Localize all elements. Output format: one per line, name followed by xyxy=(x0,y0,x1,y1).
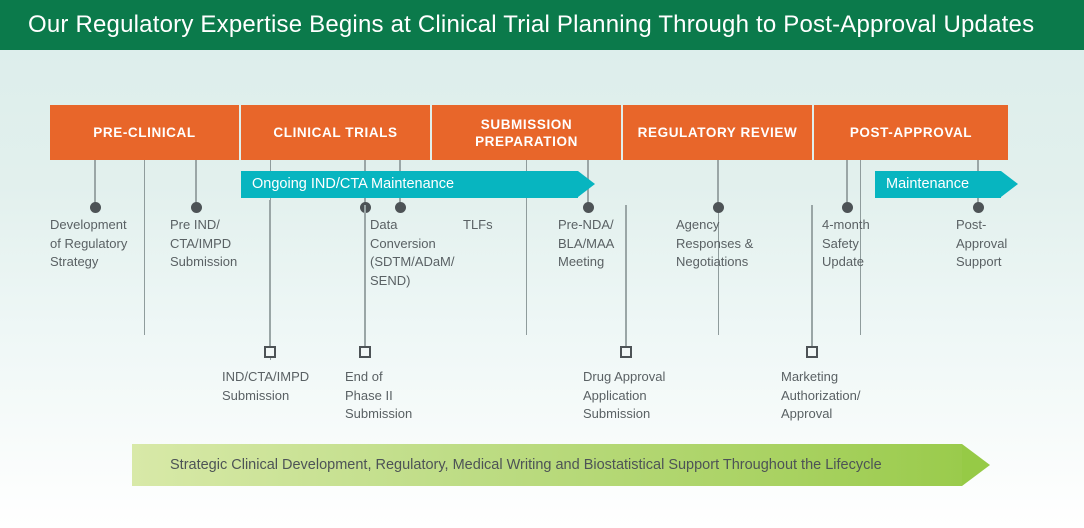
arrow-tip-icon xyxy=(962,444,990,486)
arrow-tip-icon xyxy=(578,171,595,197)
maintenance-arrow-label: Maintenance xyxy=(886,176,970,192)
phase-divider-0 xyxy=(144,160,145,335)
header-bar: Our Regulatory Expertise Begins at Clini… xyxy=(0,0,1084,50)
phase-divider-3 xyxy=(718,160,719,335)
phase-label: SUBMISSION PREPARATION xyxy=(475,116,578,149)
milestone-stem-line xyxy=(195,160,197,205)
milestone-dot-marker xyxy=(89,202,101,213)
milestone-dot-marker xyxy=(394,202,406,213)
phase-label: CLINICAL TRIALS xyxy=(273,125,398,140)
phase-box-regulatory-review[interactable]: REGULATORY REVIEW xyxy=(623,105,812,160)
phase-label: POST-APPROVAL xyxy=(849,125,973,140)
milestone-stem-line xyxy=(269,200,271,346)
phase-divider-2 xyxy=(526,160,527,335)
maintenance-arrow-maintenance: Maintenance xyxy=(875,171,1018,198)
milestone-label-marketing-authorization-approval: Marketing Authorization/ Approval xyxy=(781,369,861,421)
milestone-label-development-of-regulatory-strategy: Development of Regulatory Strategy xyxy=(50,217,128,269)
milestone-dot-marker xyxy=(972,202,984,213)
milestone-square-marker xyxy=(620,346,632,358)
milestone-square-marker xyxy=(806,346,818,358)
milestone-stem-line xyxy=(364,205,366,346)
milestone-label-tlfs: TLFs xyxy=(463,217,493,232)
milestone-dot-marker xyxy=(712,202,724,213)
milestone-dot-marker xyxy=(582,202,594,213)
milestone-dot-marker xyxy=(190,202,202,213)
maintenance-arrow-label: Ongoing IND/CTA Maintenance xyxy=(252,176,455,192)
milestone-square-marker xyxy=(359,346,371,358)
phase-box-clinical-trials[interactable]: CLINICAL TRIALS xyxy=(241,105,430,160)
page-title: Our Regulatory Expertise Begins at Clini… xyxy=(28,11,1035,38)
arrow-tip-icon xyxy=(1001,171,1018,197)
phase-divider-4 xyxy=(860,160,861,335)
phase-box-post-approval[interactable]: POST-APPROVAL xyxy=(814,105,1008,160)
milestone-label-drug-approval-application-submission: Drug Approval Application Submission xyxy=(583,369,666,421)
milestone-stem-line xyxy=(625,205,627,346)
milestone-stem-line xyxy=(94,160,96,205)
milestone-square-marker xyxy=(264,346,276,358)
milestone-label-pre-nda-bla-maa-meeting: Pre-NDA/ BLA/MAA Meeting xyxy=(558,217,615,269)
phase-label: PRE-CLINICAL xyxy=(93,125,196,140)
milestone-label-4-month-safety-update: 4-month Safety Update xyxy=(822,217,870,269)
milestone-label-post-approval-support: Post- Approval Support xyxy=(956,217,1008,269)
milestone-label-pre-ind-cta-impd-submission: Pre IND/ CTA/IMPD Submission xyxy=(170,217,238,269)
milestone-label-agency-responses-negotiations: Agency Responses & Negotiations xyxy=(676,217,754,269)
milestone-stem-line xyxy=(717,160,719,205)
milestone-dot-marker xyxy=(841,202,853,213)
maintenance-arrow-ongoing-ind-cta-maintenance: Ongoing IND/CTA Maintenance xyxy=(241,171,595,198)
lifecycle-support-label: Strategic Clinical Development, Regulato… xyxy=(170,457,882,473)
milestone-label-ind-cta-impd-submission: IND/CTA/IMPD Submission xyxy=(222,369,310,403)
milestone-label-data-conversion-sdtm-adam-send: Data Conversion (SDTM/ADaM/ SEND) xyxy=(370,217,455,288)
phase-box-pre-clinical[interactable]: PRE-CLINICAL xyxy=(50,105,239,160)
phase-box-submission-preparation[interactable]: SUBMISSION PREPARATION xyxy=(432,105,621,160)
milestone-stem-line xyxy=(846,160,848,205)
phase-label: REGULATORY REVIEW xyxy=(637,125,798,140)
milestone-label-end-of-phase-ii-submission: End of Phase II Submission xyxy=(345,369,413,421)
lifecycle-support-banner: Strategic Clinical Development, Regulato… xyxy=(132,444,990,486)
milestone-stem-line xyxy=(811,205,813,346)
